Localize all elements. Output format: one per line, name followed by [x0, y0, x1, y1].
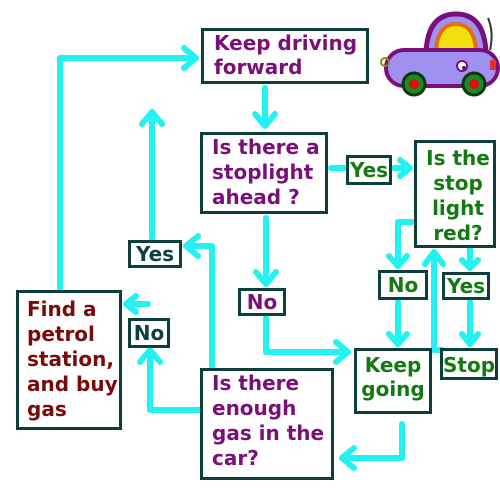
arrow-petrol-to-drive	[57, 45, 199, 291]
label-gas-no: No	[128, 318, 170, 348]
arrow-stop-to-red	[422, 249, 446, 353]
node-keep-driving-text: Keep driving forward	[214, 31, 358, 79]
node-find-petrol-text: Find a petrol station, and buy gas	[27, 297, 118, 421]
car-illustration	[380, 11, 500, 97]
label-gas-no-text: No	[133, 321, 165, 345]
label-stoplight-yes-text: Yes	[349, 158, 389, 182]
arrow-yes-to-drive	[139, 109, 165, 241]
arrow-keepgoing-to-gas	[339, 421, 405, 471]
label-gas-yes: Yes	[128, 240, 182, 268]
label-stoplight-no-text: No	[246, 290, 278, 314]
label-stoplight-yes: Yes	[346, 155, 392, 185]
car-rear-hub	[469, 79, 479, 89]
arrow-red-to-no	[386, 219, 415, 269]
label-red-yes-text: Yes	[446, 274, 486, 298]
car-top-line	[487, 17, 493, 51]
arrow-drive-to-stoplight	[252, 85, 278, 129]
arrow-gas-to-no	[137, 347, 203, 413]
node-keep-going: Keep going	[354, 348, 432, 414]
node-stop-light-red: Is the stop light red?	[414, 140, 496, 248]
arrow-yes-to-red	[391, 157, 413, 179]
node-stop-light-red-text: Is the stop light red?	[426, 146, 490, 245]
label-red-no-text: No	[387, 273, 419, 297]
arrow-gas-to-yes	[183, 233, 215, 369]
node-enough-gas: Is there enough gas in the car?	[200, 368, 334, 480]
node-keep-driving: Keep driving forward	[201, 28, 369, 84]
node-stoplight: Is there a stoplight ahead ?	[200, 132, 328, 214]
node-keep-going-text: Keep going	[361, 353, 425, 401]
node-stop-text: Stop	[443, 353, 496, 377]
arrow-no-to-keepgoing	[263, 315, 351, 365]
node-find-petrol: Find a petrol station, and buy gas	[16, 290, 122, 430]
car-window	[433, 21, 479, 52]
label-red-yes: Yes	[442, 272, 490, 300]
node-stoplight-text: Is there a stoplight ahead ?	[212, 135, 320, 209]
car-bumper-knob	[380, 57, 390, 67]
arrow-stoplight-to-no	[253, 215, 279, 287]
arrow-red-to-yes	[459, 245, 481, 271]
node-stop: Stop	[440, 348, 498, 380]
label-gas-yes-text: Yes	[135, 242, 175, 266]
arrow-yes-to-stop	[459, 299, 481, 347]
arrow-no-to-petrol	[123, 293, 151, 315]
node-enough-gas-text: Is there enough gas in the car?	[212, 371, 325, 470]
car-rear-light	[490, 60, 496, 70]
label-red-no: No	[378, 270, 428, 300]
car-hubcap-dot	[462, 66, 466, 70]
arrow-no-to-keepgoing-2	[386, 299, 410, 347]
label-stoplight-no: No	[238, 288, 286, 316]
car-headlight	[456, 60, 468, 72]
car-front-hub	[409, 79, 419, 89]
